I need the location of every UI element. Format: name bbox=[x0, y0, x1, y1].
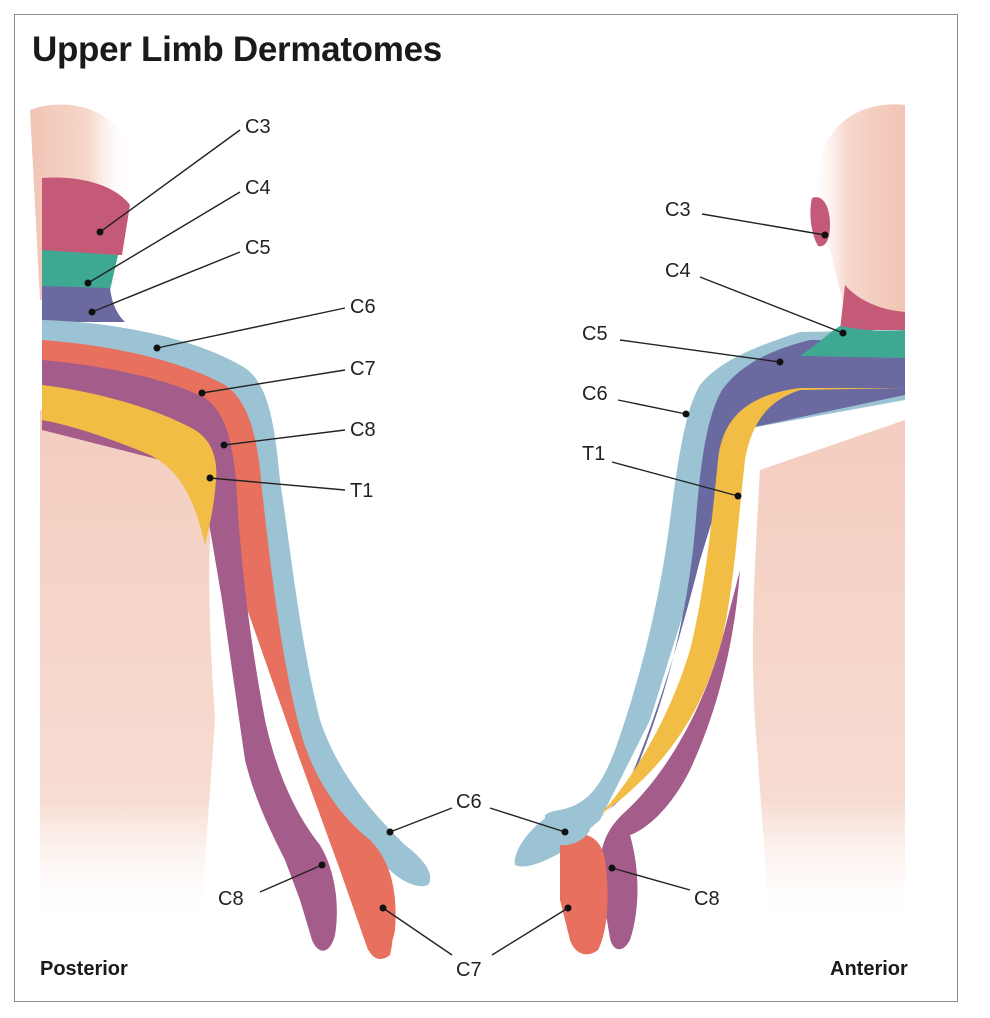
label-posterior-t1: T1 bbox=[350, 480, 373, 502]
label-posterior-c8: C8 bbox=[350, 419, 376, 441]
posterior-band-c8 bbox=[42, 360, 337, 951]
anterior-hand-c6-thumb bbox=[545, 810, 590, 846]
posterior-band-c5 bbox=[42, 286, 125, 322]
posterior-hand-c7 bbox=[340, 845, 394, 960]
anterior-band-c4 bbox=[800, 326, 905, 358]
anterior-head-skin bbox=[808, 104, 905, 331]
label-anterior-c6: C6 bbox=[582, 383, 608, 405]
posterior-figure bbox=[30, 104, 431, 960]
label-anterior-c3: C3 bbox=[665, 199, 691, 221]
anterior-view-label: Anterior bbox=[830, 958, 908, 980]
label-anterior-hand-c8: C8 bbox=[694, 888, 720, 910]
label-anterior-c4: C4 bbox=[665, 260, 691, 282]
label-hand-c7: C7 bbox=[456, 959, 482, 981]
posterior-back-skin bbox=[40, 410, 215, 930]
dermatome-labels: C3 C4 C5 C6 C7 C8 T1 C3 C4 C5 C6 T1 C6 C… bbox=[218, 116, 720, 981]
anterior-chest-skin bbox=[752, 420, 905, 930]
label-posterior-c3: C3 bbox=[245, 116, 271, 138]
label-posterior-c4: C4 bbox=[245, 177, 271, 199]
label-hand-c6: C6 bbox=[456, 791, 482, 813]
leader-lines bbox=[84, 129, 847, 956]
anterior-figure bbox=[514, 104, 905, 955]
posterior-band-c3 bbox=[42, 177, 130, 255]
anterior-neck-c3 bbox=[840, 285, 905, 330]
figure-title: Upper Limb Dermatomes bbox=[32, 30, 442, 69]
posterior-band-c4 bbox=[42, 250, 118, 290]
label-anterior-c5: C5 bbox=[582, 323, 608, 345]
label-anterior-t1: T1 bbox=[582, 443, 605, 465]
posterior-band-t1 bbox=[42, 385, 217, 545]
posterior-view-label: Posterior bbox=[40, 958, 128, 980]
label-posterior-c5: C5 bbox=[245, 237, 271, 259]
anterior-band-c5 bbox=[600, 340, 905, 818]
label-posterior-c6: C6 bbox=[350, 296, 376, 318]
anterior-band-t1 bbox=[600, 388, 905, 815]
label-posterior-c7: C7 bbox=[350, 358, 376, 380]
anterior-band-c8 bbox=[599, 570, 740, 950]
anterior-hand-c7 bbox=[560, 834, 608, 955]
label-posterior-hand-c8: C8 bbox=[218, 888, 244, 910]
